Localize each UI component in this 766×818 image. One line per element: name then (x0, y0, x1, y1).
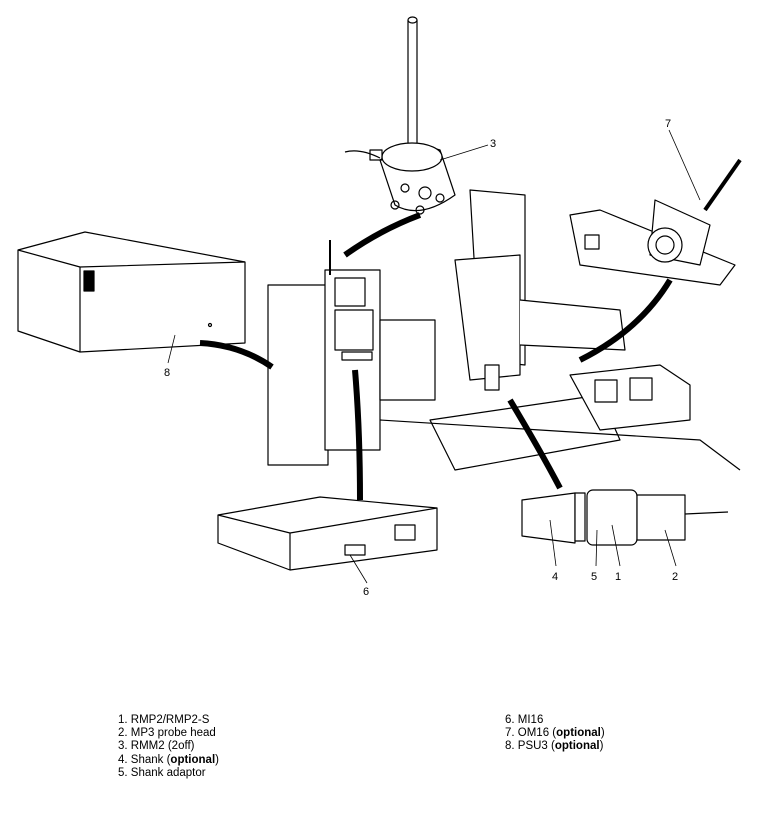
legend-item: 8. PSU3 (optional) (505, 740, 604, 753)
legend-left: 1. RMP2/RMP2-S 2. MP3 probe head 3. RMM2… (118, 714, 219, 780)
machine-tool (267, 189, 741, 471)
callout-3: 3 (490, 138, 496, 150)
connector-arrows (199, 212, 673, 501)
callout-6: 6 (363, 586, 369, 598)
callout-1: 1 (615, 571, 621, 583)
mi16-unit (217, 496, 438, 571)
callout-7: 7 (665, 118, 671, 130)
probe-assembly (521, 489, 729, 546)
system-diagram: 3 7 8 6 4 5 1 2 (17, 16, 742, 598)
callout-8: 8 (164, 367, 170, 379)
callout-4: 4 (552, 571, 558, 583)
legend-item: 4. Shank (optional) (118, 753, 219, 766)
callout-5: 5 (591, 571, 597, 583)
legend-item: 7. OM16 (optional) (505, 727, 605, 740)
leader-lines (167, 129, 701, 584)
rmm2-receiver (344, 16, 456, 215)
legend-item: 5. Shank adaptor (118, 766, 206, 779)
legend-item: 3. RMM2 (2off) (118, 740, 195, 753)
legend-item: 6. MI16 (505, 714, 544, 726)
legend-right: 6. MI16 7. OM16 (optional) 8. PSU3 (opti… (505, 714, 605, 754)
legend-item: 1. RMP2/RMP2-S (118, 714, 210, 726)
callout-2: 2 (672, 571, 678, 583)
om16-receiver (569, 158, 742, 286)
psu3-box (17, 231, 246, 353)
legend-item: 2. MP3 probe head (118, 727, 216, 740)
